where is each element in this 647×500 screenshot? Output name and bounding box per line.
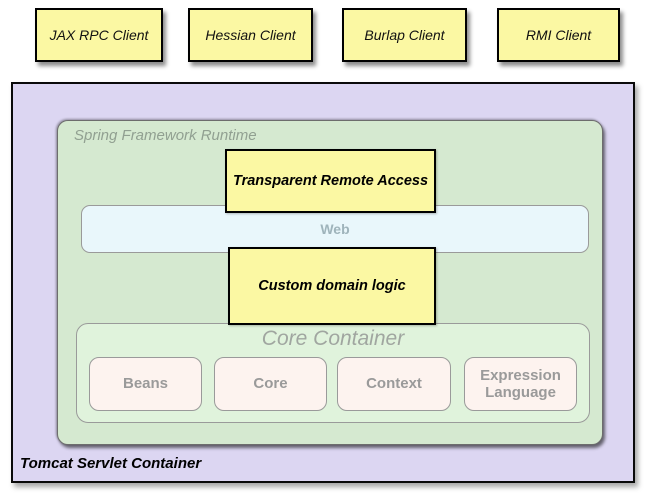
jax-rpc-client-box: JAX RPC Client xyxy=(35,8,163,62)
module-context: Context xyxy=(337,357,451,411)
rmi-client-label: RMI Client xyxy=(525,27,592,43)
hessian-client-label: Hessian Client xyxy=(205,27,296,43)
transparent-remote-access-box: Transparent Remote Access xyxy=(225,149,436,213)
custom-domain-logic-box: Custom domain logic xyxy=(228,247,436,325)
module-expression-language: Expression Language xyxy=(464,357,577,411)
jax-rpc-client-label: JAX RPC Client xyxy=(49,27,149,43)
tomcat-servlet-container: Spring Framework Runtime Web Transparent… xyxy=(11,82,635,483)
module-beans-label: Beans xyxy=(122,375,169,393)
tomcat-servlet-container-label: Tomcat Servlet Container xyxy=(20,455,202,472)
module-beans: Beans xyxy=(89,357,202,411)
burlap-client-box: Burlap Client xyxy=(342,8,467,62)
module-context-label: Context xyxy=(366,375,422,393)
transparent-remote-access-label: Transparent Remote Access xyxy=(232,173,429,189)
rmi-client-box: RMI Client xyxy=(497,8,620,62)
custom-domain-logic-label: Custom domain logic xyxy=(258,278,406,294)
module-expression-language-label: Expression Language xyxy=(480,366,561,401)
module-core-label: Core xyxy=(253,375,288,393)
core-container-label: Core Container xyxy=(261,327,405,350)
burlap-client-label: Burlap Client xyxy=(364,27,445,43)
hessian-client-box: Hessian Client xyxy=(188,8,313,62)
web-layer-label: Web xyxy=(320,221,350,237)
spring-framework-runtime: Spring Framework Runtime Web Transparent… xyxy=(57,120,603,445)
spring-framework-runtime-label: Spring Framework Runtime xyxy=(74,127,257,144)
core-container: Core Container Beans Core Context Expres… xyxy=(76,323,590,423)
module-core: Core xyxy=(214,357,327,411)
